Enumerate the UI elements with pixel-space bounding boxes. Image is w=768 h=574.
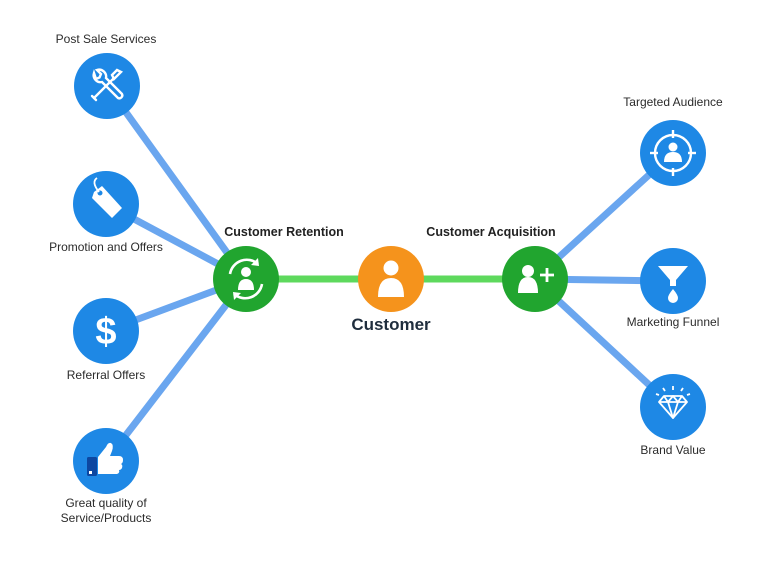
label-marketing-funnel: Marketing Funnel bbox=[626, 315, 720, 329]
node-marketing-funnel bbox=[640, 248, 706, 314]
add-person-icon bbox=[518, 265, 554, 293]
label-customer-acquisition: Customer Acquisition bbox=[426, 225, 556, 239]
node-brand-value bbox=[640, 374, 706, 440]
node-customer bbox=[358, 246, 424, 312]
label-great-quality-line2: Service/Products bbox=[60, 511, 152, 525]
tag-icon bbox=[92, 177, 122, 218]
node-targeted-audience bbox=[640, 120, 706, 186]
label-post-sale-services: Post Sale Services bbox=[55, 32, 157, 46]
connector-quality bbox=[103, 276, 249, 464]
funnel-icon bbox=[658, 266, 688, 303]
node-customer-retention bbox=[213, 246, 279, 312]
label-great-quality-line1: Great quality of bbox=[65, 496, 147, 510]
label-customer: Customer bbox=[351, 315, 431, 334]
node-customer-acquisition bbox=[502, 246, 568, 312]
tools-icon bbox=[90, 68, 124, 102]
person-icon bbox=[378, 260, 404, 297]
label-brand-value: Brand Value bbox=[640, 443, 706, 457]
target-icon bbox=[650, 130, 696, 176]
node-promotion-offers bbox=[73, 171, 139, 237]
cycle-person-icon bbox=[228, 258, 264, 300]
diamond-icon bbox=[655, 386, 691, 419]
label-promotion-offers: Promotion and Offers bbox=[49, 240, 163, 254]
label-customer-retention: Customer Retention bbox=[224, 225, 344, 239]
thumbs-up-icon bbox=[87, 442, 123, 476]
node-referral-offers: $ bbox=[73, 298, 139, 364]
label-referral-offers: Referral Offers bbox=[66, 368, 146, 382]
node-great-quality bbox=[73, 428, 139, 494]
connector-post-sale bbox=[104, 83, 249, 282]
dollar-icon: $ bbox=[95, 311, 116, 353]
node-post-sale-services bbox=[74, 53, 140, 119]
label-targeted-audience: Targeted Audience bbox=[623, 95, 723, 109]
